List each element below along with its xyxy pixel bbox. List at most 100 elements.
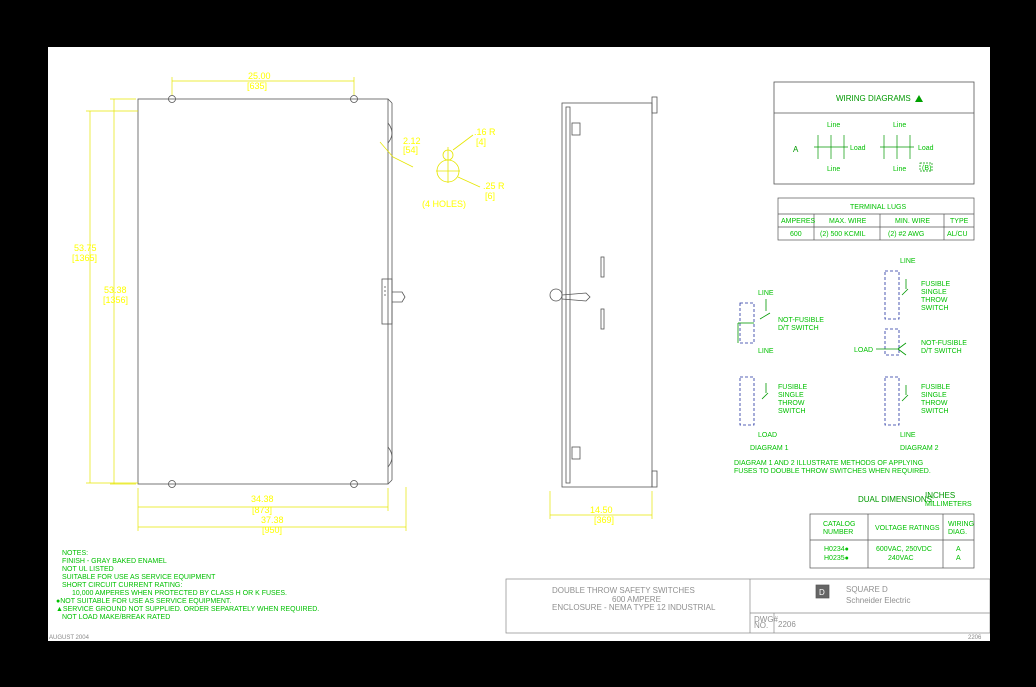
front-dimension-lines	[86, 77, 414, 531]
d1-fusible-1: FUSIBLE	[778, 384, 808, 391]
lugs-header-type: TYPE	[950, 218, 969, 225]
catalog-voltage-2: 240VAC	[888, 555, 914, 562]
lugs-cell-amperes: 600	[790, 231, 802, 238]
d2-fusible-top-2: SINGLE	[921, 289, 947, 296]
notes-line-0: NOTES:	[62, 550, 88, 557]
dim-bottom2-mm: [950]	[262, 525, 282, 535]
footer-number: 2206	[968, 635, 982, 641]
dim-left-height: 53.75	[74, 243, 97, 253]
wiring-load-1: Load	[850, 145, 866, 152]
d1-fusible-2: SINGLE	[778, 392, 804, 399]
dual-dimensions-label: DUAL DIMENSIONS:	[858, 495, 934, 504]
notes-line-6: ●NOT SUITABLE FOR USE AS SERVICE EQUIPME…	[56, 598, 231, 605]
lugs-header-max: MAX. WIRE	[829, 218, 867, 225]
catalog-header-wiring-1: WIRING	[948, 521, 974, 528]
catalog-table	[809, 513, 975, 569]
catalog-diag-1: A	[956, 546, 961, 553]
notes-line-5: 10,000 AMPERES WHEN PROTECTED BY CLASS H…	[72, 590, 287, 597]
catalog-diag-2: A	[956, 555, 961, 562]
dim-bottom1: 34.38	[251, 494, 274, 504]
keyhole-detail	[436, 134, 481, 188]
dim-hole-r2: .25 R	[483, 181, 505, 191]
title-line-3: ENCLOSURE - NEMA TYPE 12 INDUSTRIAL	[552, 603, 716, 612]
d2-line-bottom: LINE	[900, 432, 916, 439]
catalog-header-voltage: VOLTAGE RATINGS	[875, 525, 940, 532]
catalog-header-number-2: NUMBER	[823, 529, 853, 536]
notes-line-7: ▲SERVICE GROUND NOT SUPPLIED. ORDER SEPA…	[56, 606, 319, 613]
front-handle	[381, 278, 393, 325]
d2-notfusible-2: D/T SWITCH	[921, 348, 962, 355]
diagram1-label: DIAGRAM 1	[750, 445, 789, 452]
d1-line-mid: LINE	[758, 348, 774, 355]
dim-top-width: 25.00	[248, 71, 271, 81]
brand-schneider: Schneider Electric	[846, 596, 910, 605]
d2-load: LOAD	[854, 347, 873, 354]
d1-notfusible-2: D/T SWITCH	[778, 325, 819, 332]
dim-top-width-mm: [635]	[247, 81, 267, 91]
d2-fusible-top-1: FUSIBLE	[921, 281, 951, 288]
dim-hole-r1: .16 R	[474, 127, 496, 137]
d2-fusible-bot-1: FUSIBLE	[921, 384, 951, 391]
wiring-load-2: Load	[918, 145, 934, 152]
wiring-line-bottom-1: Line	[827, 166, 840, 173]
wiring-box-label: (B)	[922, 165, 931, 172]
dual-inches: INCHES	[925, 491, 955, 500]
side-view	[549, 96, 658, 488]
notes: NOTES: FINISH - GRAY BAKED ENAMEL NOT UL…	[56, 550, 319, 621]
dim-side-depth-mm: [369]	[594, 515, 614, 525]
front-view	[137, 95, 406, 488]
d2-fusible-bot-4: SWITCH	[921, 408, 949, 415]
dim-inner-height-mm: [1356]	[103, 295, 128, 305]
d1-fusible-4: SWITCH	[778, 408, 806, 415]
dim-left-height-mm: [1365]	[72, 253, 97, 263]
notes-line-8: NOT LOAD MAKE/BREAK RATED	[62, 614, 170, 621]
lugs-cell-min: (2) #2 AWG	[888, 231, 924, 238]
notes-line-4: SHORT CIRCUIT CURRENT RATING:	[62, 582, 182, 589]
diagrams-caption-2: FUSES TO DOUBLE THROW SWITCHES WHEN REQU…	[734, 468, 931, 475]
lugs-header-amperes: AMPERES	[781, 218, 816, 225]
dwg-label-2: NO.	[754, 621, 768, 630]
catalog-header-wiring-2: DIAG.	[948, 529, 967, 536]
diagrams-caption-1: DIAGRAM 1 AND 2 ILLUSTRATE METHODS OF AP…	[734, 460, 923, 467]
terminal-lugs-table	[777, 197, 975, 241]
switch-diagrams	[739, 270, 900, 426]
d1-load: LOAD	[758, 432, 777, 439]
d2-fusible-top-4: SWITCH	[921, 305, 949, 312]
d2-fusible-bot-3: THROW	[921, 400, 948, 407]
notes-line-3: SUITABLE FOR USE AS SERVICE EQUIPMENT	[62, 574, 216, 581]
wiring-a-label: A	[793, 145, 799, 154]
wiring-line-top-1: Line	[827, 122, 840, 129]
wiring-line-top-2: Line	[893, 122, 906, 129]
wiring-title: WIRING DIAGRAMS	[836, 94, 911, 103]
squared-logo-icon: D	[819, 588, 825, 597]
dim-hole-offset-mm: [54]	[403, 145, 418, 155]
dim-inner-height: 53.38	[104, 285, 127, 295]
wiring-line-bottom-2: Line	[893, 166, 906, 173]
d1-fusible-3: THROW	[778, 400, 805, 407]
dim-bottom1-mm: [873]	[252, 505, 272, 515]
drawing-sheet: 25.00 [635] 53.75 [1365] 53.38 [1356] 34…	[48, 47, 991, 641]
d2-fusible-top-3: THROW	[921, 297, 948, 304]
side-dimension-lines	[549, 491, 653, 519]
d2-line-top: LINE	[900, 258, 916, 265]
holes-note: (4 HOLES)	[422, 199, 466, 209]
drawing-canvas: 25.00 [635] 53.75 [1365] 53.38 [1356] 34…	[56, 71, 991, 634]
dim-hole-r2-mm: [6]	[485, 191, 495, 201]
catalog-number-2: H0235●	[824, 555, 849, 562]
lugs-header-min: MIN. WIRE	[895, 218, 930, 225]
catalog-header-number-1: CATALOG	[823, 521, 855, 528]
catalog-number-1: H0234●	[824, 546, 849, 553]
dwg-label-1: DWG#	[754, 615, 779, 624]
dwg-number: 2206	[778, 620, 796, 629]
dim-bottom2: 37.38	[261, 515, 284, 525]
title-line-2: 600 AMPERE	[612, 595, 661, 604]
diagram2-label: DIAGRAM 2	[900, 445, 939, 452]
ground-warning-icon	[915, 95, 923, 102]
d2-notfusible-1: NOT-FUSIBLE	[921, 340, 967, 347]
dual-mm: MILLIMETERS	[925, 501, 972, 508]
enclosure-front	[137, 98, 389, 485]
brand-square-d: SQUARE D	[846, 585, 888, 594]
dim-hole-offset: 2.12	[403, 136, 421, 146]
d1-line-top: LINE	[758, 290, 774, 297]
lugs-cell-max: (2) 500 KCMIL	[820, 231, 866, 238]
